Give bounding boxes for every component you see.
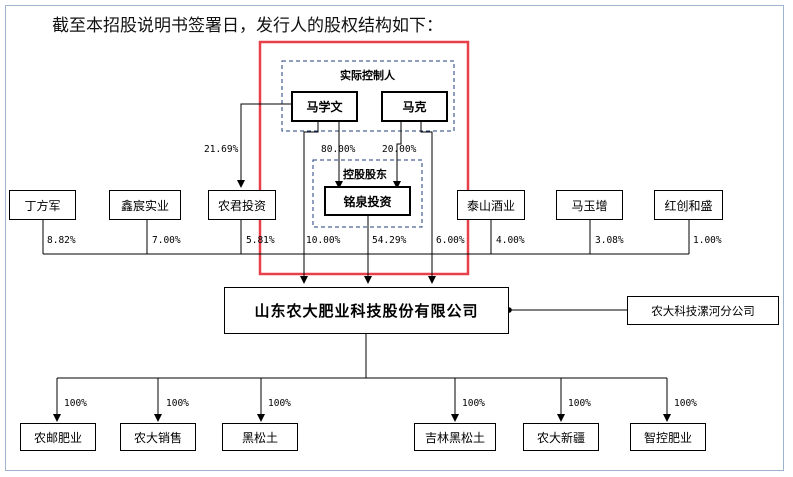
pct-sub-2: 100% — [166, 398, 189, 409]
subsidiary-heisongtu: 黑松土 — [222, 423, 298, 451]
shareholder-taishan: 泰山酒业 — [457, 190, 525, 220]
subsidiary-nongda-xinjiang: 农大新疆 — [523, 423, 599, 451]
controlling-group-border — [312, 159, 423, 228]
pct-make-direct: 6.00% — [436, 235, 465, 246]
pct-nongjun: 5.81% — [246, 235, 275, 246]
pct-taishan: 4.00% — [496, 235, 525, 246]
subsidiary-nongda-xiaoshou: 农大销售 — [120, 423, 196, 451]
pct-hongchuang: 1.00% — [693, 235, 722, 246]
shareholder-dingfangjun: 丁方军 — [9, 190, 76, 220]
controllers-group-label: 实际控制人 — [340, 69, 395, 82]
controlling-group-label: 控股股东 — [343, 168, 387, 181]
pct-xinchen: 7.00% — [152, 235, 181, 246]
page-heading: 截至本招股说明书签署日，发行人的股权结构如下： — [52, 16, 443, 36]
controller-ma-xuewen: 马学文 — [291, 91, 358, 122]
shareholder-nongjun: 农君投资 — [208, 190, 276, 220]
issuer-company: 山东农大肥业科技股份有限公司 — [224, 287, 509, 334]
pct-mayuzeng: 3.08% — [595, 235, 624, 246]
controller-ma-ke: 马克 — [381, 91, 448, 122]
pct-sub-3: 100% — [268, 398, 291, 409]
subsidiary-nongyou: 农邮肥业 — [20, 423, 96, 451]
highlight-border — [258, 40, 470, 276]
pct-sub-6: 100% — [674, 398, 697, 409]
subsidiary-jilin-heisongtu: 吉林黑松土 — [414, 423, 496, 451]
pct-sub-5: 100% — [568, 398, 591, 409]
figure-frame — [5, 5, 784, 471]
pct-sub-1: 100% — [64, 398, 87, 409]
branch-company: 农大科技漯河分公司 — [627, 296, 779, 325]
subsidiary-zhikong: 智控肥业 — [630, 423, 706, 451]
controllers-group-border — [281, 60, 455, 132]
pct-sub-4: 100% — [462, 398, 485, 409]
controlling-shareholder-mingquan: 铭泉投资 — [324, 186, 411, 216]
pct-maxuewen-mingquan: 80.00% — [321, 144, 356, 155]
shareholder-mayuzeng: 马玉增 — [556, 190, 623, 220]
pct-make-mingquan: 20.00% — [382, 144, 417, 155]
shareholder-xinchen: 鑫宸实业 — [109, 190, 181, 220]
pct-maxuewen-nongjun: 21.69% — [204, 144, 239, 155]
pct-dingfangjun: 8.82% — [47, 235, 76, 246]
pct-maxuewen-direct: 10.00% — [306, 235, 341, 246]
shareholder-hongchuang: 红创和盛 — [654, 190, 723, 220]
pct-mingquan: 54.29% — [372, 235, 407, 246]
